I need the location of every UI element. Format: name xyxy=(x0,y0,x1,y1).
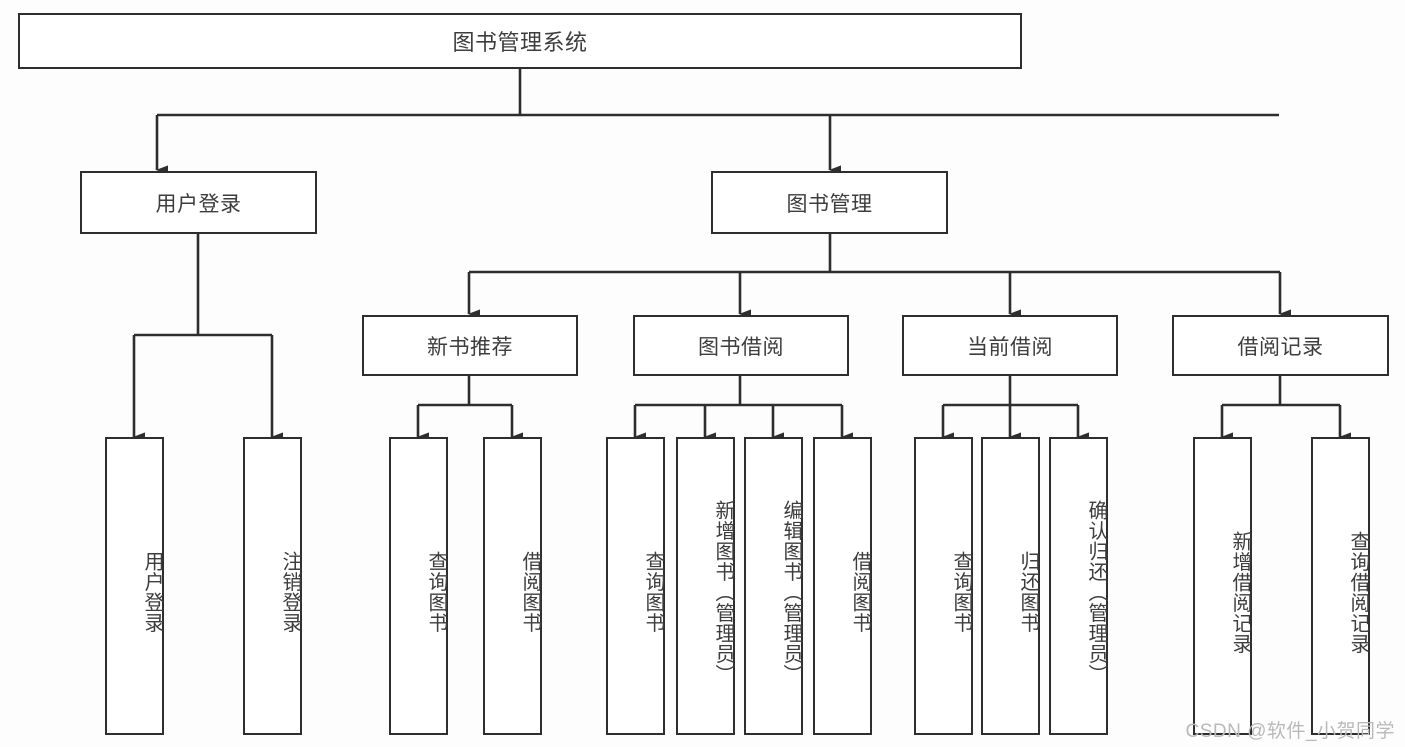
leaf-logout[interactable]: 注销登录 xyxy=(243,437,302,735)
node-new-book-recommendation[interactable]: 新书推荐 xyxy=(362,315,578,376)
leaf-add-book-admin[interactable]: 新增图书（管理员） xyxy=(676,437,735,735)
leaf-return-book[interactable]: 归还图书 xyxy=(981,437,1040,735)
node-root-library-management-system[interactable]: 图书管理系统 xyxy=(18,13,1022,69)
leaf-borrow-book-recommend[interactable]: 借阅图书 xyxy=(483,437,542,735)
node-book-borrowing[interactable]: 图书借阅 xyxy=(633,315,849,376)
leaf-user-login[interactable]: 用户登录 xyxy=(105,437,164,735)
leaf-add-borrow-record[interactable]: 新增借阅记录 xyxy=(1193,437,1252,735)
leaf-query-book-recommend[interactable]: 查询图书 xyxy=(389,437,448,735)
leaf-confirm-return-admin[interactable]: 确认归还（管理员） xyxy=(1049,437,1108,735)
leaf-edit-book-admin[interactable]: 编辑图书（管理员） xyxy=(744,437,803,735)
leaf-query-book-borrow[interactable]: 查询图书 xyxy=(606,437,665,735)
leaf-query-borrow-record[interactable]: 查询借阅记录 xyxy=(1311,437,1370,735)
node-borrowing-record[interactable]: 借阅记录 xyxy=(1172,315,1389,376)
node-user-login[interactable]: 用户登录 xyxy=(80,171,317,234)
watermark-text: CSDN @软件_小贺同学 xyxy=(1185,721,1395,742)
node-book-management[interactable]: 图书管理 xyxy=(711,171,948,234)
leaf-query-book-current[interactable]: 查询图书 xyxy=(914,437,973,735)
node-current-borrowing[interactable]: 当前借阅 xyxy=(902,315,1118,376)
leaf-borrow-book[interactable]: 借阅图书 xyxy=(813,437,872,735)
